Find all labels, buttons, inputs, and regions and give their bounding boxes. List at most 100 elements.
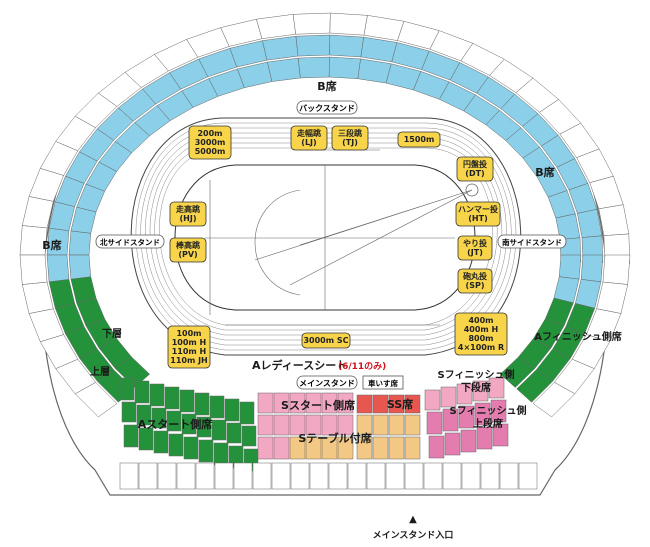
seat-block[interactable] (198, 439, 214, 463)
seat-block[interactable] (388, 436, 405, 460)
seat-block[interactable] (444, 432, 461, 456)
seat-block[interactable] (458, 405, 475, 429)
seat-block[interactable] (404, 462, 424, 490)
seat-block[interactable] (321, 392, 338, 414)
seat-block[interactable] (337, 392, 354, 414)
seat-block[interactable] (337, 436, 354, 460)
seat-block[interactable] (233, 462, 253, 490)
seat-block[interactable] (157, 462, 177, 490)
seat-block[interactable] (461, 462, 481, 490)
seat-block[interactable] (257, 436, 274, 460)
seat-block[interactable] (295, 34, 331, 57)
seat-block[interactable] (456, 383, 473, 405)
seat-block[interactable] (136, 404, 152, 426)
seat-block[interactable] (488, 377, 505, 399)
seat-block[interactable] (121, 401, 137, 423)
seat-block[interactable] (164, 386, 180, 410)
seat-block[interactable] (472, 380, 489, 402)
seat-block[interactable] (226, 422, 242, 444)
seat-block[interactable] (194, 392, 210, 416)
seat-block[interactable] (372, 436, 389, 460)
seat-block[interactable] (500, 356, 536, 388)
seat-block[interactable] (321, 414, 338, 436)
seat-block[interactable] (292, 12, 331, 35)
seat-block[interactable] (388, 414, 405, 436)
seat-block[interactable] (149, 383, 165, 407)
seat-block[interactable] (289, 414, 306, 436)
seat-block[interactable] (356, 394, 373, 414)
seat-block[interactable] (46, 254, 70, 283)
seat-block[interactable] (289, 436, 306, 460)
seat-block[interactable] (442, 408, 459, 432)
seat-block[interactable] (372, 414, 389, 436)
seat-block[interactable] (257, 414, 274, 436)
seat-block[interactable] (211, 419, 227, 441)
seat-block[interactable] (224, 398, 240, 422)
seat-block[interactable] (239, 401, 255, 425)
seat-block[interactable] (328, 462, 348, 490)
seat-block[interactable] (138, 462, 158, 490)
seat-block[interactable] (329, 34, 364, 58)
seat-block[interactable] (328, 56, 361, 79)
seat-block[interactable] (426, 411, 443, 435)
seat-block[interactable] (356, 436, 373, 460)
seat-block[interactable] (289, 392, 306, 414)
seat-block[interactable] (183, 436, 199, 460)
seat-block[interactable] (68, 254, 92, 280)
seat-block[interactable] (602, 254, 631, 285)
seat-block[interactable] (321, 436, 338, 460)
seat-block[interactable] (213, 442, 229, 466)
seat-block[interactable] (119, 462, 139, 490)
seat-block[interactable] (68, 230, 92, 256)
seat-block[interactable] (257, 392, 274, 414)
seat-block[interactable] (271, 462, 291, 490)
seat-block[interactable] (256, 14, 297, 39)
seat-block[interactable] (181, 413, 197, 435)
seat-block[interactable] (490, 399, 507, 423)
seat-block[interactable] (119, 377, 135, 401)
seat-block[interactable] (366, 462, 386, 490)
seat-block[interactable] (460, 429, 477, 453)
seat-block[interactable] (134, 380, 150, 404)
seat-block[interactable] (179, 389, 195, 413)
seat-block[interactable] (476, 426, 493, 450)
seat-block[interactable] (516, 369, 554, 403)
seat-block[interactable] (168, 433, 184, 457)
seat-block[interactable] (428, 435, 445, 459)
seat-block[interactable] (337, 414, 354, 436)
seat-block[interactable] (372, 394, 389, 414)
seat-block[interactable] (273, 392, 290, 414)
seat-block[interactable] (424, 389, 441, 411)
seat-block[interactable] (580, 254, 604, 283)
seat-block[interactable] (356, 414, 373, 436)
seat-block[interactable] (558, 254, 582, 280)
seat-block[interactable] (290, 462, 310, 490)
seat-block[interactable] (532, 382, 576, 418)
seat-block[interactable] (385, 462, 405, 490)
seat-block[interactable] (518, 462, 538, 490)
seat-block[interactable] (474, 402, 491, 426)
seat-block[interactable] (19, 254, 48, 285)
seat-block[interactable] (267, 57, 301, 82)
seat-block[interactable] (166, 410, 182, 432)
seat-block[interactable] (480, 462, 500, 490)
seat-block[interactable] (138, 427, 154, 451)
seat-block[interactable] (297, 56, 330, 79)
seat-block[interactable] (123, 424, 139, 448)
seat-block[interactable] (252, 462, 272, 490)
seat-block[interactable] (241, 425, 257, 447)
seat-block[interactable] (442, 462, 462, 490)
seat-block[interactable] (305, 392, 322, 414)
seat-block[interactable] (388, 394, 405, 414)
seat-block[interactable] (151, 407, 167, 429)
seat-block[interactable] (329, 12, 368, 36)
seat-block[interactable] (404, 414, 421, 436)
seat-block[interactable] (273, 436, 290, 460)
seat-block[interactable] (195, 462, 215, 490)
seat-block[interactable] (209, 395, 225, 419)
seat-block[interactable] (404, 436, 421, 460)
seat-block[interactable] (598, 204, 630, 236)
seat-block[interactable] (176, 462, 196, 490)
seat-block[interactable] (440, 386, 457, 408)
seat-block[interactable] (153, 430, 169, 454)
